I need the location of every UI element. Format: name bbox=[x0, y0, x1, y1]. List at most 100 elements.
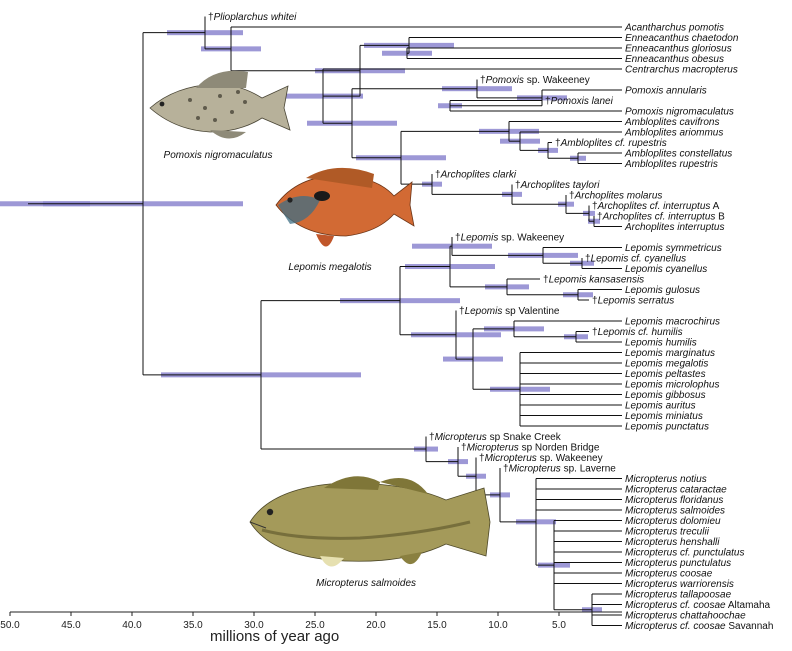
taxon-label-t12: Ambloplites ariommus bbox=[624, 128, 723, 139]
taxon-label-t28: †Lepomis serratus bbox=[592, 296, 674, 307]
taxon-label-t48: Micropterus salmoides bbox=[625, 506, 725, 517]
taxon-name-part: Pomoxis bbox=[486, 75, 524, 86]
taxon-label-t3: Enneacanthus chaetodon bbox=[625, 33, 739, 44]
taxon-label-t10: Pomoxis nigromaculatus bbox=[625, 107, 734, 118]
taxon-label-t15: Ambloplites rupestris bbox=[624, 159, 718, 170]
axis-tick-label: 20.0 bbox=[366, 620, 386, 631]
pomoxis-photo bbox=[149, 70, 291, 139]
extinct-dagger-icon: † bbox=[459, 306, 465, 317]
taxon-name-part: Acantharchus pomotis bbox=[624, 23, 724, 34]
micropterus-photo-caption: Micropterus salmoides bbox=[316, 578, 416, 589]
taxon-name-part: Archoplites cf. interruptus bbox=[597, 201, 711, 212]
taxon-name-part: Archoplites molarus bbox=[574, 191, 663, 202]
taxon-name-part: Altamaha bbox=[726, 600, 771, 611]
taxon-name-part: Lepomis macrochirus bbox=[625, 317, 720, 328]
taxon-name-part: Lepomis bbox=[461, 233, 499, 244]
taxon-name-part: Lepomis peltastes bbox=[625, 369, 706, 380]
taxon-name-part: Enneacanthus obesus bbox=[625, 54, 724, 65]
taxon-name-part: Lepomis cf. humilis bbox=[598, 327, 683, 338]
axis-tick-label: 50.0 bbox=[0, 620, 20, 631]
taxon-name-part: Ambloplites constellatus bbox=[624, 149, 732, 160]
taxon-name-part: Micropterus bbox=[467, 443, 519, 454]
taxon-name-part: Archoplites interruptus bbox=[624, 222, 725, 233]
taxon-name-part: Archoplites taylori bbox=[520, 180, 601, 191]
taxon-name-part: sp. Wakeeney bbox=[498, 233, 564, 244]
extinct-dagger-icon: † bbox=[597, 212, 603, 223]
taxon-name-part: Micropterus bbox=[485, 453, 537, 464]
taxon-name-part: Micropterus bbox=[435, 432, 487, 443]
taxon-label-t56: Micropterus tallapoosae bbox=[625, 590, 732, 601]
taxon-label-t31: †Lepomis cf. humilis bbox=[592, 327, 683, 338]
taxon-label-t24: †Lepomis cf. cyanellus bbox=[585, 254, 686, 265]
taxon-name-part: Enneacanthus chaetodon bbox=[625, 33, 739, 44]
taxon-name-part: Lepomis bbox=[465, 306, 503, 317]
taxon-label-t50: Micropterus treculii bbox=[625, 527, 710, 538]
taxon-name-part: Lepomis cf. cyanellus bbox=[591, 254, 687, 265]
taxon-label-t34: Lepomis megalotis bbox=[625, 359, 708, 370]
taxon-label-t1: †Plioplarchus whitei bbox=[208, 12, 297, 23]
taxon-name-part: Ambloplites rupestris bbox=[624, 159, 718, 170]
taxon-label-t4: Enneacanthus gloriosus bbox=[625, 44, 732, 55]
taxon-name-part: sp Norden Bridge bbox=[519, 443, 600, 454]
extinct-dagger-icon: † bbox=[592, 327, 598, 338]
lepomis-photo-caption: Lepomis megalotis bbox=[288, 262, 371, 273]
taxon-name-part: Pomoxis annularis bbox=[625, 86, 707, 97]
taxon-label-t30: Lepomis macrochirus bbox=[625, 317, 720, 328]
taxon-name-part: Micropterus chattahoochae bbox=[625, 611, 746, 622]
extinct-dagger-icon: † bbox=[515, 180, 521, 191]
axis-tick-label: 5.0 bbox=[552, 620, 566, 631]
taxon-name-part: sp. Wakeeney bbox=[537, 453, 603, 464]
taxon-name-part: Lepomis cyanellus bbox=[625, 264, 707, 275]
taxon-name-part: Micropterus salmoides bbox=[625, 506, 725, 517]
taxon-label-t22: †Lepomis sp. Wakeeney bbox=[455, 233, 564, 244]
taxon-name-part: Lepomis megalotis bbox=[625, 359, 708, 370]
extinct-dagger-icon: † bbox=[545, 96, 551, 107]
taxon-name-part: Savannah bbox=[726, 621, 774, 632]
branches bbox=[28, 16, 622, 626]
taxon-label-t37: Lepomis gibbosus bbox=[625, 390, 706, 401]
taxon-name-part: Micropterus cf. coosae bbox=[625, 621, 726, 632]
taxon-name-part: sp Valentine bbox=[502, 306, 560, 317]
taxon-name-part: Micropterus henshalli bbox=[625, 537, 720, 548]
taxon-name-part: Micropterus tallapoosae bbox=[625, 590, 732, 601]
extinct-dagger-icon: † bbox=[543, 275, 549, 286]
taxon-label-t32: Lepomis humilis bbox=[625, 338, 697, 349]
taxon-name-part: Ambloplites ariommus bbox=[624, 128, 723, 139]
extinct-dagger-icon: † bbox=[429, 432, 435, 443]
taxon-label-t42: †Micropterus sp Norden Bridge bbox=[461, 443, 600, 454]
taxon-label-t46: Micropterus cataractae bbox=[625, 485, 727, 496]
taxon-label-t9: †Pomoxis lanei bbox=[545, 96, 614, 107]
taxon-name-part: Lepomis humilis bbox=[625, 338, 697, 349]
pomoxis-photo-caption: Pomoxis nigromaculatus bbox=[164, 150, 273, 161]
taxon-name-part: Micropterus dolomieu bbox=[625, 516, 721, 527]
taxon-name-part: sp. Wakeeney bbox=[524, 75, 590, 86]
axis-tick-label: 40.0 bbox=[122, 620, 142, 631]
taxon-label-t8: Pomoxis annularis bbox=[625, 86, 707, 97]
axis-tick-label: 30.0 bbox=[244, 620, 264, 631]
axis-tick-label: 45.0 bbox=[61, 620, 81, 631]
taxon-name-part: Lepomis auritus bbox=[625, 401, 696, 412]
taxon-label-t19: †Archoplites cf. interruptus A bbox=[592, 201, 720, 212]
axis-tick-label: 35.0 bbox=[183, 620, 203, 631]
taxon-label-t47: Micropterus floridanus bbox=[625, 495, 723, 506]
taxon-name-part: Micropterus punctulatus bbox=[625, 558, 731, 569]
axis-tick-label: 10.0 bbox=[488, 620, 508, 631]
extinct-dagger-icon: † bbox=[592, 201, 598, 212]
taxon-name-part: Enneacanthus gloriosus bbox=[625, 44, 732, 55]
extinct-dagger-icon: † bbox=[479, 453, 485, 464]
extinct-dagger-icon: † bbox=[461, 443, 467, 454]
taxon-name-part: Lepomis kansasensis bbox=[549, 275, 645, 286]
taxon-name-part: Lepomis microlophus bbox=[625, 380, 720, 391]
taxon-name-part: Archoplites clarki bbox=[440, 170, 517, 181]
extinct-dagger-icon: † bbox=[592, 296, 598, 307]
extinct-dagger-icon: † bbox=[480, 75, 486, 86]
lepomis-photo bbox=[275, 167, 415, 247]
taxon-label-t17: †Archoplites taylori bbox=[515, 180, 600, 191]
extinct-dagger-icon: † bbox=[455, 233, 461, 244]
taxon-label-t20: †Archoplites cf. interruptus B bbox=[597, 212, 725, 223]
taxon-label-t27: Lepomis gulosus bbox=[625, 285, 700, 296]
taxon-label-t51: Micropterus henshalli bbox=[625, 537, 720, 548]
taxon-name-part: Lepomis punctatus bbox=[625, 422, 709, 433]
taxon-label-t43: †Micropterus sp. Wakeeney bbox=[479, 453, 603, 464]
